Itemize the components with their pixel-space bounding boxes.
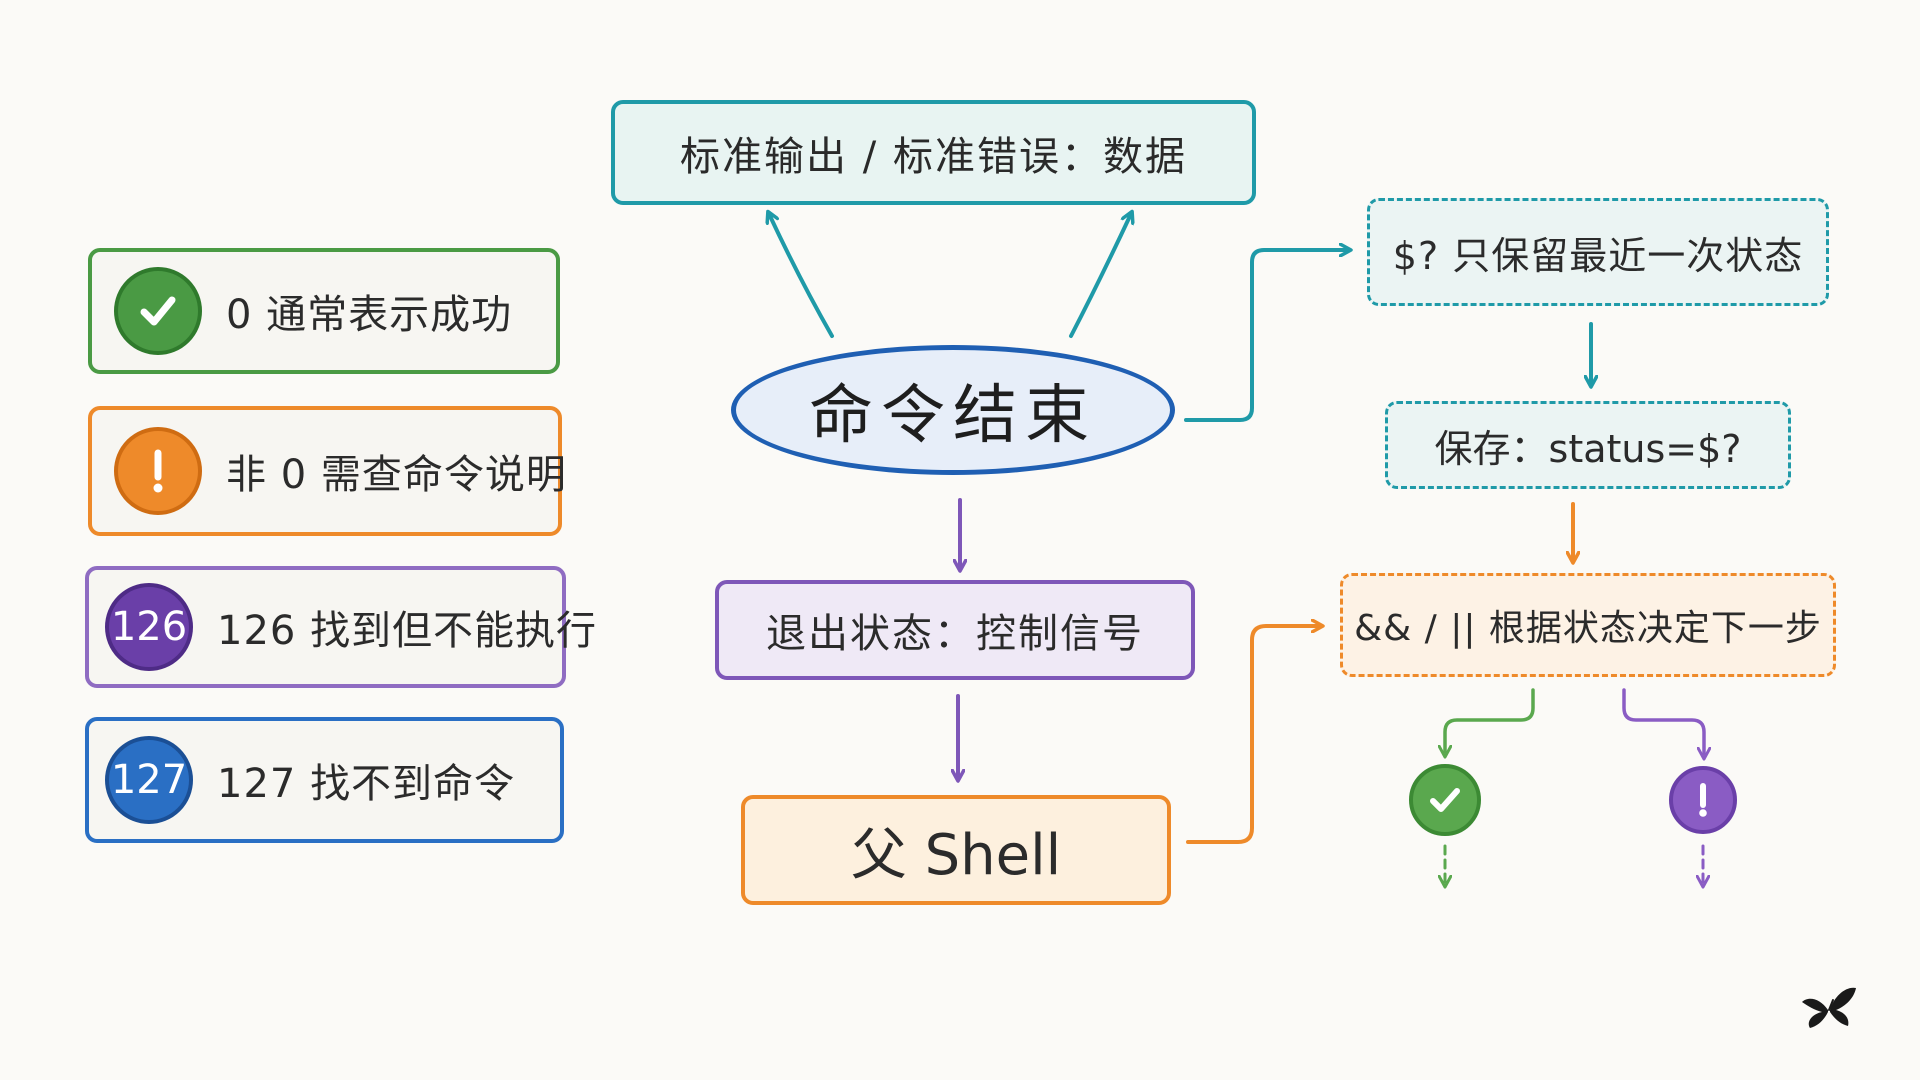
- code-127-badge: 127: [105, 736, 193, 824]
- logic-operator-node: && / || 根据状态决定下一步: [1340, 573, 1836, 677]
- code-126-badge: 126: [105, 583, 193, 671]
- legend-text: 126 找到但不能执行: [217, 608, 598, 654]
- last-status-node: $? 只保留最近一次状态: [1367, 198, 1829, 306]
- save-status-label: 保存：status=$?: [1434, 426, 1742, 471]
- legend-text: 非 0 需查命令说明: [226, 452, 567, 498]
- legend-item-127: 127 127 找不到命令: [85, 717, 564, 843]
- butterfly-icon: [1802, 987, 1856, 1028]
- logic-operator-label: && / || 根据状态决定下一步: [1354, 608, 1822, 649]
- save-status-node: 保存：status=$?: [1385, 401, 1791, 489]
- exit-status-node: 退出状态：控制信号: [715, 580, 1195, 680]
- arrow-end-to-data-right: [1069, 216, 1130, 338]
- check-icon: [1409, 764, 1481, 836]
- arrow-shell-to-logic: [1186, 626, 1318, 844]
- check-icon: [114, 267, 202, 355]
- parent-shell-node: 父 Shell: [741, 795, 1171, 905]
- exclamation-icon: [1669, 766, 1737, 834]
- arrow-logic-to-failure: [1622, 688, 1704, 754]
- legend-item-126: 126 126 找到但不能执行: [85, 566, 596, 688]
- legend-item-success: 0 通常表示成功: [88, 248, 560, 374]
- parent-shell-label: 父 Shell: [850, 822, 1062, 888]
- arrow-logic-to-success: [1445, 688, 1535, 752]
- legend-item-nonzero: 非 0 需查命令说明: [88, 406, 566, 536]
- last-status-label: $? 只保留最近一次状态: [1392, 233, 1804, 278]
- data-node: 标准输出 / 标准错误：数据: [611, 100, 1256, 205]
- legend-text: 0 通常表示成功: [226, 292, 513, 338]
- data-node-label: 标准输出 / 标准错误：数据: [680, 133, 1187, 180]
- exit-status-label: 退出状态：控制信号: [766, 611, 1144, 657]
- arrow-end-to-data-left: [770, 216, 834, 338]
- arrow-end-to-last-status: [1184, 250, 1346, 422]
- legend-text: 127 找不到命令: [217, 761, 516, 807]
- exclamation-icon: [114, 427, 202, 515]
- command-end-node: 命令结束: [731, 345, 1175, 475]
- command-end-label: 命令结束: [809, 379, 1097, 453]
